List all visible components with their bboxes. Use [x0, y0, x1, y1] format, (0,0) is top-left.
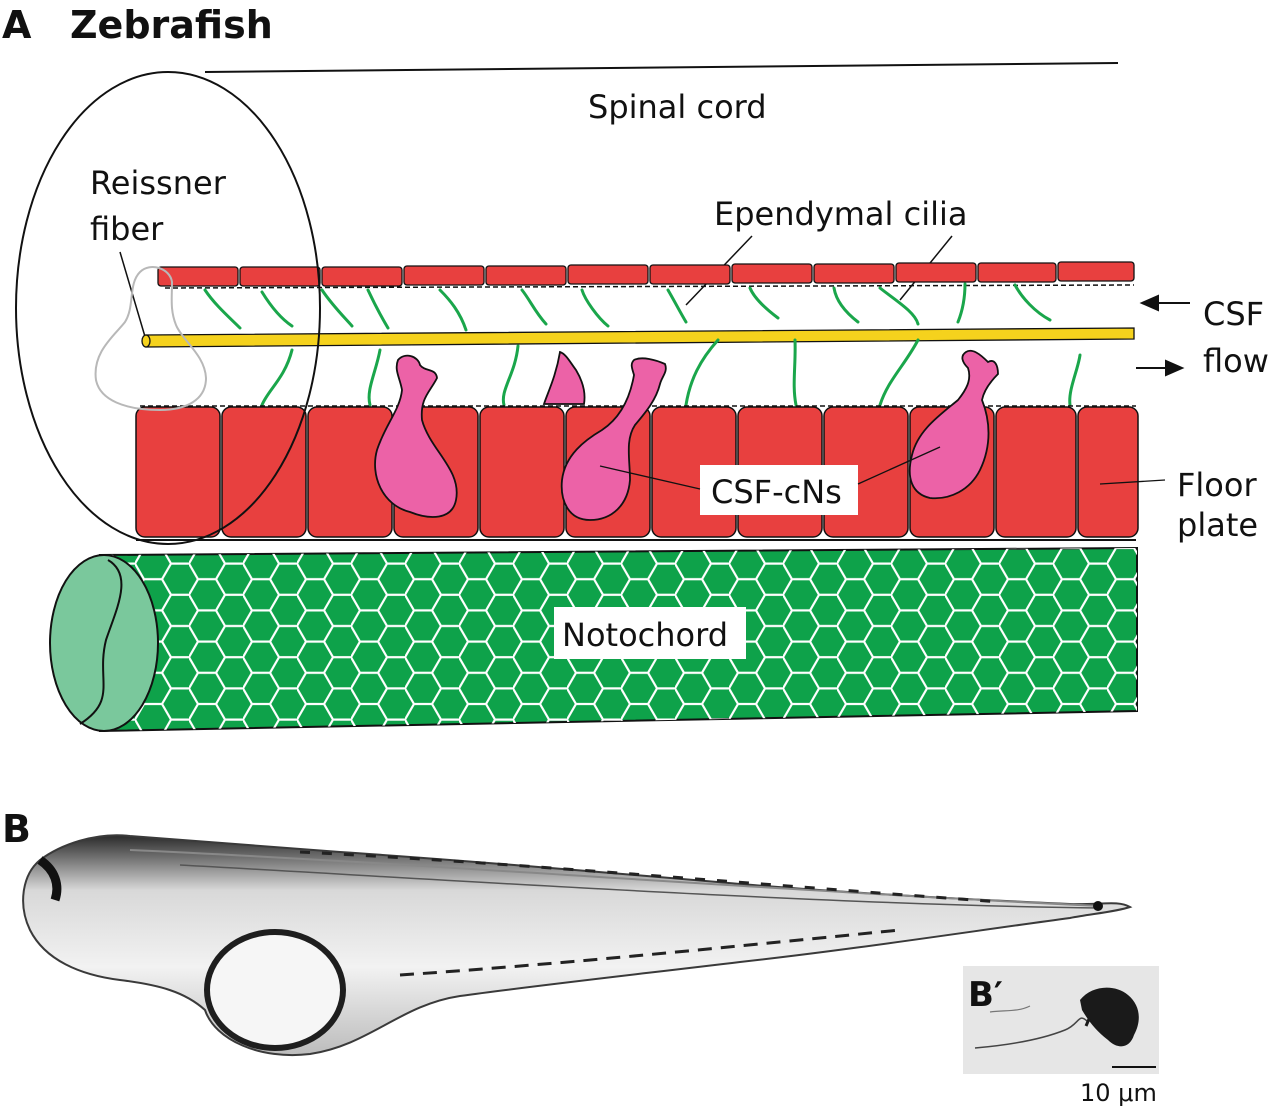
notochord-end-face	[49, 554, 159, 732]
b-prime-inset: B′	[963, 966, 1159, 1074]
dorsal-apical-dash	[164, 284, 1135, 289]
floor-plate-label-line1: Floor	[1177, 466, 1257, 504]
csf-cn-4	[908, 349, 999, 500]
scale-bar-label: 10 μm	[1080, 1079, 1157, 1107]
reissner-fiber-label-line1: Reissner	[90, 164, 227, 202]
csf-flow-arrows	[1136, 294, 1190, 377]
csf-cn-3	[560, 357, 667, 521]
reissner-fiber-leader-line	[119, 251, 147, 341]
csf-cns-leader-2	[857, 446, 941, 485]
floor-plate-leader	[1099, 479, 1166, 485]
panel-b-letter: B	[2, 807, 31, 851]
csf-contacting-neurons	[374, 349, 999, 521]
panel-a-title: Zebrafish	[70, 3, 273, 47]
spinal-cord-cross-section	[15, 71, 321, 545]
notochord-label: Notochord	[562, 616, 728, 654]
ependymal-cilia-label: Ependymal cilia	[714, 195, 967, 233]
csf-flow-label-line1: CSF	[1203, 295, 1264, 333]
csf-flow-label-line2: flow	[1203, 342, 1269, 380]
panel-b-prime-letter: B′	[968, 975, 1003, 1015]
spinal-cord-label: Spinal cord	[588, 88, 767, 126]
ventral-cilia	[260, 338, 1082, 407]
csf-cns-leader-1	[599, 465, 701, 490]
dorsal-cilia	[203, 282, 1052, 332]
reissner-fiber	[141, 327, 1135, 348]
notochord-label-bg	[554, 607, 746, 659]
panel-a-letter: A	[2, 3, 32, 47]
dorsal-ependymal-cells	[157, 261, 1135, 287]
csf-cn-1	[374, 354, 458, 518]
spinal-cord-top-line	[204, 62, 1119, 73]
csf-cns-label-bg	[700, 465, 858, 515]
floor-plate-label-line2: plate	[1177, 506, 1258, 544]
central-canal-cross-section	[94, 266, 208, 412]
csf-cn-2	[542, 350, 586, 405]
csf-cns-label: CSF-cNs	[711, 473, 842, 511]
zebrafish-larva-image	[22, 834, 1133, 1056]
reissner-fiber-label-line2: fiber	[90, 210, 164, 248]
